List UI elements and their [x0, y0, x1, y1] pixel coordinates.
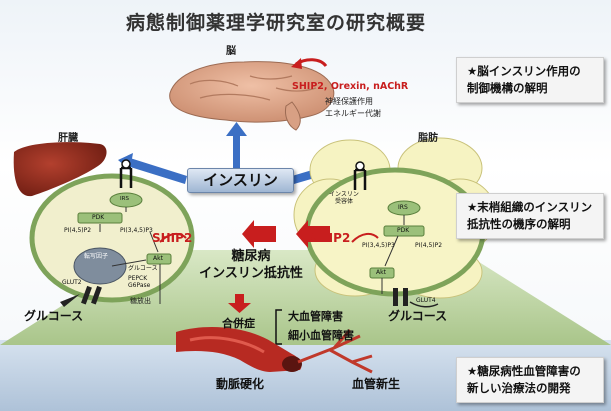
- insulin-resistance-label: インスリン抵抗性: [199, 266, 303, 281]
- fat-irs-label: IRS: [398, 204, 408, 211]
- goal-box-brain-line1: ★脳インスリン作用の: [467, 64, 581, 78]
- liver-akt-node: [146, 253, 172, 265]
- fat-receptor-label: インスリン 受容体: [329, 191, 359, 205]
- liver-akt-label: Akt: [153, 255, 163, 262]
- microvascular-label: 細小血管障害: [288, 329, 354, 342]
- liver-nucleus-label: 転写因子: [84, 253, 109, 260]
- disease-to-complication-arrow: [235, 294, 244, 303]
- insulin-to-liver-arrow: [127, 158, 187, 184]
- angiogenesis-label: 血管新生: [352, 377, 401, 391]
- liver-organ: [13, 142, 107, 197]
- liver-to-center-arrow: [296, 220, 330, 248]
- fat-glut4-transporter: [393, 288, 408, 306]
- vascular-bracket: [275, 309, 282, 345]
- goal-box-brain: ★脳インスリン作用の 制御機構の解明: [456, 57, 604, 103]
- goal-box-peripheral-line2: 抵抗性の機序の解明: [467, 217, 571, 231]
- liver-pip3-label: PI(3,4,5)P3: [120, 227, 153, 234]
- liver-pip2-label: PI(4,5)P2: [64, 227, 92, 234]
- liver-pdk-label: PDK: [92, 214, 105, 221]
- liver-glucose-label: グルコース: [24, 309, 84, 323]
- insulin-to-brain-arrow: [233, 134, 240, 168]
- liver-ship2-label: SHIP2: [152, 231, 193, 245]
- page-title: 病態制御薬理学研究室の研究概要: [126, 12, 427, 34]
- brain-effect-energy: エネルギー代謝: [325, 109, 381, 118]
- liver-release-label: 糖放出: [130, 297, 151, 305]
- brain-factors-label: SHIP2, Orexin, nAChR: [292, 81, 409, 92]
- goal-box-peripheral-line1: ★末梢組織のインスリン: [467, 200, 593, 214]
- brain-illustration: [169, 61, 335, 131]
- fat-akt-label: Akt: [376, 269, 386, 276]
- fat-insulin-receptor: [353, 161, 367, 190]
- complication-label: 合併症: [222, 317, 255, 330]
- fat-glucose-label: グルコース: [388, 309, 448, 323]
- liver-nucleus: [73, 247, 127, 285]
- blood-vessel-illustration: [176, 327, 373, 374]
- liver-glut2-transporter: [81, 285, 102, 305]
- fat-pip2-label: PI(4,5)P2: [415, 242, 443, 249]
- liver-label: 肝臓: [58, 133, 78, 144]
- fat-pdk-node: [383, 225, 425, 237]
- insulin-box: インスリン: [187, 168, 294, 193]
- goal-box-vascular-line2: 新しい治療法の開発: [467, 381, 571, 395]
- goal-box-vascular-line1: ★糖尿病性血管障害の: [467, 364, 581, 378]
- liver-glut2-label: GLUT2: [62, 279, 82, 286]
- fat-glut4-label: GLUT4: [416, 297, 436, 304]
- brain-effect-neuroprotection: 神経保護作用: [325, 97, 373, 106]
- fat-label: 脂肪: [418, 133, 438, 144]
- liver-pdk-node: [77, 212, 123, 224]
- goal-box-brain-line2: 制御機構の解明: [467, 81, 548, 95]
- macrovascular-label: 大血管障害: [288, 310, 343, 323]
- brain-label: 脳: [226, 46, 236, 57]
- fat-ship2-label: SHIP2: [310, 231, 351, 245]
- liver-cell: [29, 173, 195, 303]
- liver-insulin-receptor: [119, 159, 133, 188]
- diabetes-label: 糖尿病: [231, 249, 271, 264]
- goal-box-vascular: ★糖尿病性血管障害の 新しい治療法の開発: [456, 357, 604, 403]
- goal-box-peripheral: ★末梢組織のインスリン 抵抗性の機序の解明: [456, 193, 604, 239]
- fat-to-center-arrow: [242, 220, 276, 248]
- liver-gluconeogenesis-label: グルコース: [128, 265, 158, 272]
- liver-irs-label: IRS: [120, 196, 129, 202]
- fat-pdk-label: PDK: [397, 227, 410, 234]
- liver-enzymes-label: PEPCK G6Pase: [128, 275, 151, 289]
- fat-pip3-label: PI(3,4,5)P3: [362, 242, 395, 249]
- atherosclerosis-label: 動脈硬化: [216, 377, 265, 391]
